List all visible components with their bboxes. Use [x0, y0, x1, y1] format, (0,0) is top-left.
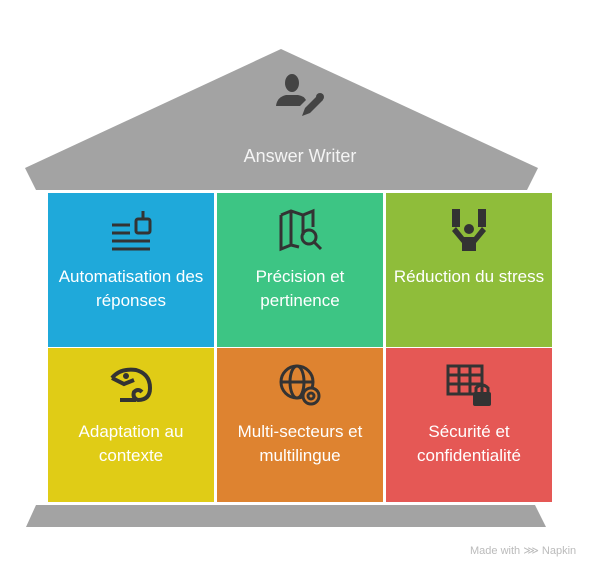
bot-text-icon — [112, 211, 152, 251]
table-lock-icon — [446, 364, 491, 406]
pillar-securite: Sécurité et confidentialité — [386, 348, 552, 502]
pillar-precision: Précision et pertinence — [217, 193, 383, 347]
user-edit-icon — [276, 74, 324, 116]
pillar-automatisation: Automatisation des réponses — [48, 193, 214, 347]
relaxed-person-icon — [452, 209, 486, 251]
pillar-multi-secteurs: Multi-secteurs et multilingue — [217, 348, 383, 502]
base — [26, 505, 546, 527]
pillar-adaptation: Adaptation au contexte — [48, 348, 214, 502]
pillar-reduction-stress: Réduction du stress — [386, 193, 552, 347]
chameleon-icon — [110, 367, 153, 403]
map-search-icon — [279, 208, 323, 252]
napkin-watermark: Made with ⋙ Napkin — [470, 545, 577, 557]
roof-title: Answer Writer — [243, 146, 357, 166]
roof — [25, 49, 538, 190]
globe-gear-icon — [279, 364, 321, 406]
